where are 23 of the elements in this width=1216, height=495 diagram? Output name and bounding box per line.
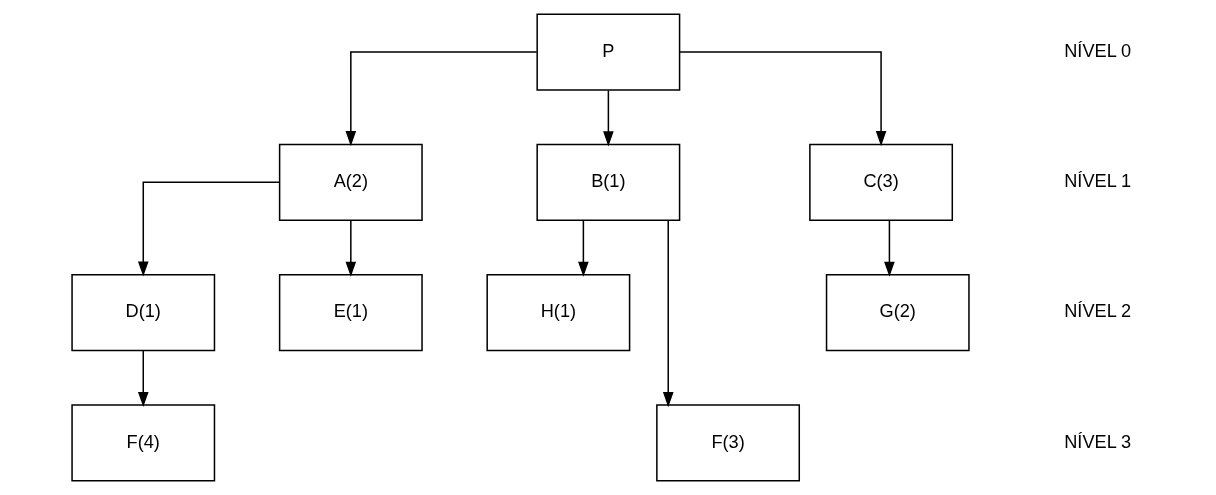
node-box: P (536, 13, 681, 91)
label: NÍVEL 2 (1064, 301, 1132, 322)
node-box: D(1) (71, 274, 216, 352)
arrow (603, 89, 614, 147)
arrow (137, 181, 281, 277)
node-box: E(1) (278, 274, 423, 352)
arrow (679, 51, 887, 147)
arrow (662, 219, 674, 408)
label: NÍVEL 1 (1064, 171, 1132, 192)
arrow (578, 220, 589, 277)
arrow (345, 220, 357, 277)
arrow (137, 350, 149, 408)
node-box: A(2) (278, 143, 423, 221)
node-box: B(1) (536, 143, 681, 221)
arrow (884, 220, 895, 277)
node-box: C(3) (809, 143, 954, 221)
node-box: H(1) (486, 274, 631, 352)
node-box: F(3) (656, 404, 801, 482)
arrow (345, 51, 538, 147)
label: NÍVEL 0 (1064, 40, 1132, 61)
label: NÍVEL 3 (1064, 431, 1132, 452)
node-box: F(4) (71, 404, 216, 482)
node-box: G(2) (825, 274, 970, 352)
